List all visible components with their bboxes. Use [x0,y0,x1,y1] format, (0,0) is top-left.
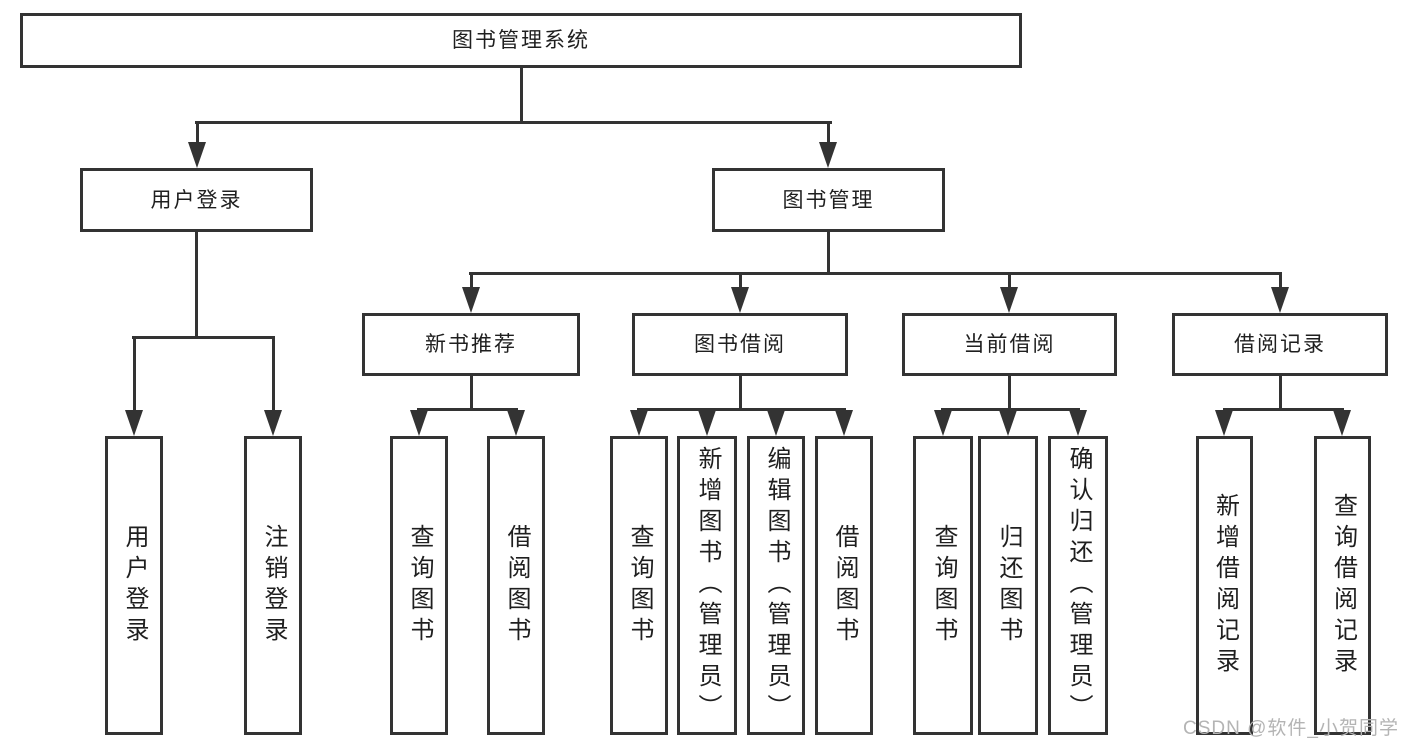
connector-borrow-vertical [739,376,742,410]
connector-mgmt-horizontal [469,272,1282,275]
arrowhead-down-icon [410,410,428,436]
arrowhead-down-icon [819,142,837,168]
connector-mgmt-drop-2 [739,272,742,289]
arrowhead-down-icon [507,410,525,436]
node-label: 当前借阅 [963,333,1056,356]
leaf-label: 查询图书 [406,523,433,648]
leaf-label: 查询借阅记录 [1329,492,1357,679]
leaf-confirm-return-admin: 确认归还（管理员） [1048,436,1108,735]
connector-root-drop-left [196,121,199,144]
connector-current-horizontal [941,408,1080,411]
connector-user-drop-right [272,336,275,412]
arrowhead-down-icon [999,410,1017,436]
leaf-query-books-current: 查询图书 [913,436,973,735]
connector-rec-horizontal [417,408,518,411]
node-label: 新书推荐 [425,333,517,356]
leaf-borrow-books-recommendation: 借阅图书 [487,436,545,735]
connector-rec-vertical [470,376,473,410]
node-label: 图书借阅 [694,333,786,356]
connector-mgmt-drop-3 [1008,272,1011,289]
node-current-borrowing: 当前借阅 [902,313,1117,376]
connector-records-vertical [1279,376,1282,410]
csdn-watermark: CSDN @软件_小贺同学 [1183,718,1399,739]
arrowhead-down-icon [188,142,206,168]
connector-root-drop-right [827,121,830,144]
leaf-query-books-borrowing: 查询图书 [610,436,668,735]
leaf-logout: 注销登录 [244,436,302,735]
leaf-label: 查询图书 [626,523,653,648]
arrowhead-down-icon [264,410,282,436]
connector-mgmt-drop-4 [1279,272,1282,289]
connector-user-horizontal [132,336,275,339]
leaf-query-borrow-record: 查询借阅记录 [1314,436,1371,735]
connector-user-vertical [195,232,198,339]
node-book-management: 图书管理 [712,168,945,232]
arrowhead-down-icon [731,287,749,313]
arrowhead-down-icon [767,410,785,436]
leaf-label: 借阅图书 [503,523,530,648]
arrowhead-down-icon [462,287,480,313]
connector-records-horizontal [1223,408,1344,411]
leaf-add-book-admin: 新增图书（管理员） [677,436,737,735]
connector-user-drop-left [133,336,136,412]
leaf-add-borrow-record: 新增借阅记录 [1196,436,1253,735]
leaf-borrow-books-borrowing: 借阅图书 [815,436,873,735]
node-user-login: 用户登录 [80,168,313,232]
leaf-label: 确认归还（管理员） [1065,446,1092,725]
leaf-edit-book-admin: 编辑图书（管理员） [747,436,805,735]
arrowhead-down-icon [1215,410,1233,436]
connector-mgmt-drop-1 [470,272,473,289]
node-label: 借阅记录 [1234,333,1326,356]
arrowhead-down-icon [934,410,952,436]
leaf-query-books-recommendation: 查询图书 [390,436,448,735]
arrowhead-down-icon [1333,410,1351,436]
arrowhead-down-icon [698,410,716,436]
arrowhead-down-icon [1000,287,1018,313]
node-book-borrowing: 图书借阅 [632,313,848,376]
node-library-management-system: 图书管理系统 [20,13,1022,68]
leaf-label: 编辑图书（管理员） [763,446,790,725]
leaf-label: 注销登录 [260,523,287,648]
connector-current-vertical [1008,376,1011,410]
connector-mgmt-vertical [827,232,830,275]
node-new-book-recommendation: 新书推荐 [362,313,580,376]
arrowhead-down-icon [630,410,648,436]
connector-root-horizontal [195,121,832,124]
leaf-return-books: 归还图书 [978,436,1038,735]
leaf-label: 借阅图书 [831,523,858,648]
leaf-label: 用户登录 [121,523,148,648]
leaf-user-login: 用户登录 [105,436,163,735]
leaf-label: 查询图书 [930,523,957,648]
leaf-label: 新增借阅记录 [1211,492,1239,679]
node-borrowing-records: 借阅记录 [1172,313,1388,376]
arrowhead-down-icon [1271,287,1289,313]
leaf-label: 归还图书 [995,523,1022,648]
connector-root-vertical [520,68,523,123]
arrowhead-down-icon [1069,410,1087,436]
leaf-label: 新增图书（管理员） [694,446,721,725]
node-label: 用户登录 [150,188,243,212]
arrowhead-down-icon [835,410,853,436]
connector-borrow-horizontal [637,408,846,411]
node-label: 图书管理 [782,188,875,212]
arrowhead-down-icon [125,410,143,436]
node-label: 图书管理系统 [452,29,590,52]
